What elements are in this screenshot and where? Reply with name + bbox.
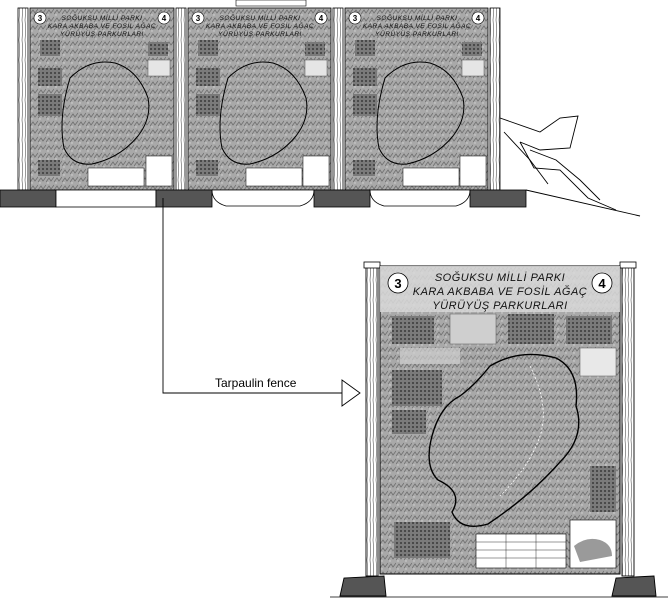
poster-title-line3: YÜRÜYÜŞ PARKURLARI (432, 300, 567, 312)
photo (353, 160, 375, 176)
location-map (302, 155, 330, 187)
poster-title-line1: SOĞUKSU MİLLİ PARKI (220, 13, 301, 22)
trail-boundary (61, 61, 150, 165)
photo (392, 410, 426, 434)
photo (38, 160, 60, 176)
photo (304, 59, 328, 77)
post-left (365, 263, 379, 577)
poster-title-line2: KARA AKBABA VE FOSİL AĞAÇ (413, 285, 588, 298)
info-table (87, 167, 145, 187)
base-block-right (611, 575, 657, 597)
base-block (313, 189, 371, 208)
callout-arrow (341, 379, 361, 407)
photo (394, 522, 450, 558)
poster-number-right: 4 (162, 14, 167, 23)
poster-number-left: 3 (38, 14, 43, 23)
poster-title-line3: YÜRÜYÜŞ PARKURLARI (218, 30, 302, 38)
info-table (475, 533, 567, 569)
photo (305, 42, 325, 56)
location-map (459, 155, 487, 187)
photo (355, 40, 375, 56)
poster-panel-2: SOĞUKSU MİLLİ PARKI KARA AKBABA VE FOSİL… (187, 7, 332, 191)
trail-boundary (428, 353, 580, 527)
poster-title-line1: SOĞUKSU MİLLİ PARKI (62, 13, 143, 22)
post-cap (619, 261, 637, 269)
photo (196, 160, 218, 176)
photo (462, 42, 482, 56)
poster-number-left: 3 (196, 14, 201, 23)
poster-number-right: 4 (598, 276, 606, 291)
photo (353, 94, 377, 116)
photo (449, 313, 497, 345)
photo (392, 370, 442, 406)
callout: Tarpaulin fence (162, 198, 361, 407)
poster-panel-1: SOĞUKSU MİLLİ PARKI KARA AKBABA VE FOSİL… (29, 7, 175, 191)
poster-title-line1: SOĞUKSU MİLLİ PARKI (435, 271, 565, 284)
poster-title-line2: KARA AKBABA VE FOSİL AĞAÇ (48, 21, 156, 30)
photo (40, 40, 60, 56)
detail-poster: SOĞUKSU MİLLİ PARKI KARA AKBABA VE FOSİL… (330, 261, 668, 598)
poster-title-line2: KARA AKBABA VE FOSİL AĞAÇ (206, 21, 314, 30)
photo (148, 42, 168, 56)
trailer-chassis (211, 189, 315, 207)
poster-title-line3: YÜRÜYÜŞ PARKURLARI (60, 30, 144, 38)
photo (38, 68, 62, 86)
base-block (55, 189, 157, 208)
info-table (402, 167, 460, 187)
post (17, 7, 29, 191)
photo (196, 68, 220, 86)
poster-number-left: 3 (394, 276, 401, 291)
photo (38, 94, 62, 116)
photo-fossil (590, 466, 616, 512)
trail-boundary (219, 61, 308, 165)
base-block-left (339, 575, 387, 597)
location-map (145, 155, 173, 187)
poster-number-right: 4 (319, 14, 324, 23)
photo (566, 316, 612, 344)
info-table (245, 167, 303, 187)
post (489, 7, 501, 191)
photo (461, 59, 485, 77)
trail-boundary (376, 61, 465, 165)
poster-title-line3: YÜRÜYÜŞ PARKURLARI (375, 30, 459, 38)
post (175, 7, 187, 191)
loader-arm (499, 115, 641, 217)
base-block (469, 189, 527, 208)
callout-label: Tarpaulin fence (215, 376, 297, 390)
photo (508, 314, 554, 344)
photo (196, 94, 220, 116)
photo (147, 59, 171, 77)
post-cap (363, 261, 381, 269)
base-block (155, 189, 213, 208)
trail-route (499, 365, 544, 497)
poster-title-line2: KARA AKBABA VE FOSİL AĞAÇ (363, 21, 471, 30)
photo-vulture (392, 316, 434, 344)
poster-row: SOĞUKSU MİLLİ PARKI KARA AKBABA VE FOSİL… (0, 0, 641, 217)
trailer-chassis (369, 189, 471, 207)
poster-title-line1: SOĞUKSU MİLLİ PARKI (377, 13, 458, 22)
post-right (621, 263, 635, 577)
photo (198, 40, 218, 56)
poster-number-right: 4 (476, 14, 481, 23)
location-map-shape (574, 538, 612, 562)
poster-panel-3: SOĞUKSU MİLLİ PARKI KARA AKBABA VE FOSİL… (344, 7, 489, 191)
top-cap (235, 0, 307, 7)
poster-panel-detail: SOĞUKSU MİLLİ PARKI KARA AKBABA VE FOSİL… (379, 265, 621, 575)
poster-number-left: 3 (353, 14, 358, 23)
legend-text (400, 348, 460, 364)
post (332, 7, 344, 191)
callout-leader-line (162, 198, 344, 394)
base-block (0, 189, 57, 208)
photo (353, 68, 377, 86)
photo-house (579, 347, 617, 377)
